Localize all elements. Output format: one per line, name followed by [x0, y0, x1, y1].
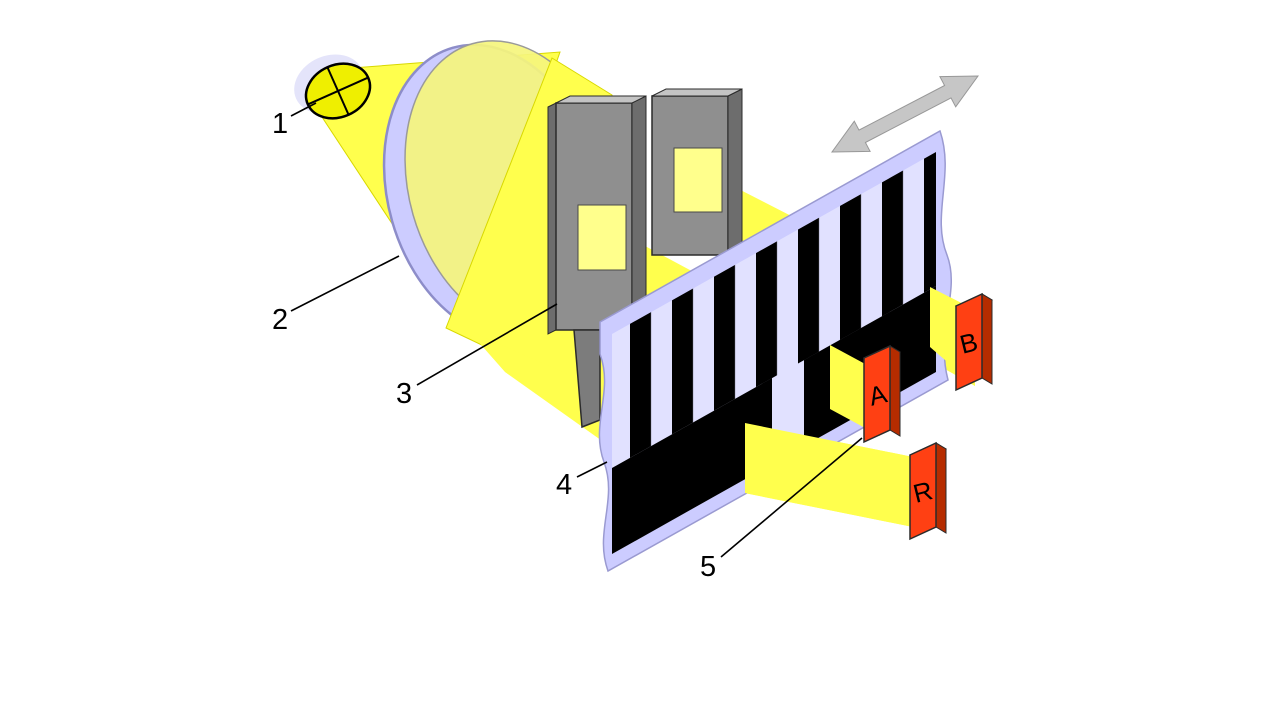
leader-line-3 — [416, 303, 558, 386]
numeric-labels: 1 2 3 4 5 — [272, 108, 716, 583]
motion-arrow-icon — [831, 75, 979, 153]
light-bulb-icon — [304, 62, 372, 120]
mask-right-slab-side — [727, 88, 743, 256]
detector-r-side-face — [935, 442, 947, 534]
detector-b-front-face — [955, 292, 983, 392]
scale-stripe-zone — [612, 152, 936, 468]
mask-left-slab-top — [555, 95, 647, 104]
detector-b-block: B — [954, 292, 994, 392]
mask-window-right — [673, 147, 723, 213]
mask-left-slab-side — [631, 95, 647, 331]
aperture-mask — [547, 88, 743, 429]
mask-left-edge-face — [547, 102, 557, 335]
bulb-cross-vertical — [326, 66, 350, 116]
beam-r-exit-segment — [745, 423, 918, 528]
leader-lines — [290, 102, 863, 558]
label-2-lens: 2 — [272, 304, 288, 336]
mask-right-slab-top — [651, 88, 743, 97]
leader-line-5 — [720, 437, 863, 558]
label-4-scale: 4 — [556, 469, 572, 501]
detector-b-side-face — [981, 293, 993, 385]
detector-a-front-face — [863, 344, 891, 444]
scale-opaque-left — [612, 378, 772, 554]
leader-line-1 — [290, 102, 317, 117]
leader-line-2 — [290, 255, 400, 312]
detector-a-side-face — [889, 345, 901, 437]
label-1-light-source: 1 — [272, 108, 288, 140]
detector-r-block: R — [908, 441, 948, 541]
label-5-detector: 5 — [700, 551, 716, 583]
photodetectors: A B R — [862, 292, 994, 541]
mask-window-left — [577, 204, 627, 271]
detector-a-block: A — [862, 344, 902, 444]
detector-r-front-face — [909, 441, 937, 541]
leader-line-4 — [576, 461, 608, 478]
label-3-mask: 3 — [396, 378, 412, 410]
